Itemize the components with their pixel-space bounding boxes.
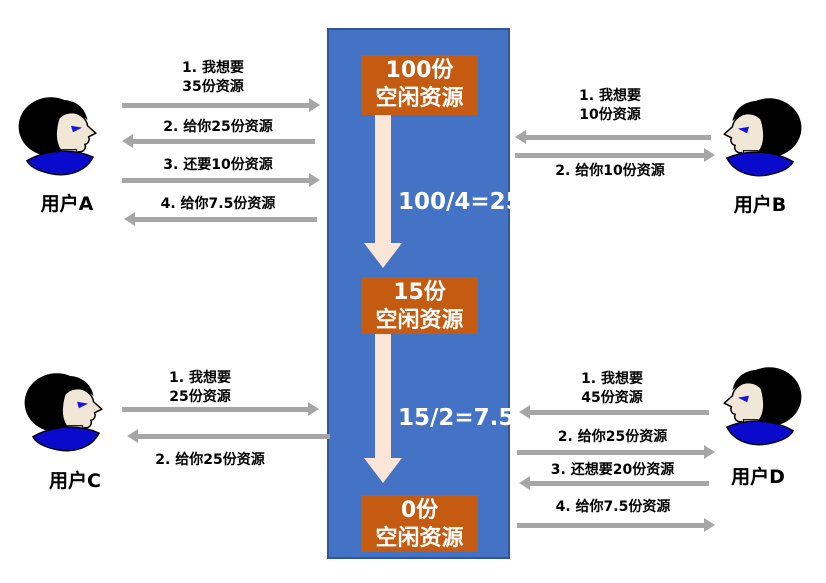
message-line: 25份资源 <box>169 389 231 405</box>
pool-down-arrow-head-icon <box>364 458 402 483</box>
message-arrow-right-icon <box>122 173 320 187</box>
pool-stage-15: 15份 空闲资源 <box>361 277 478 334</box>
person-icon <box>714 362 806 448</box>
person-icon <box>20 368 112 454</box>
message-text: 1. 我想要 45份资源 <box>527 370 697 408</box>
message-arrow-right-icon <box>517 518 715 532</box>
pool-transition-formula: 15/2=7.5 <box>398 405 515 431</box>
pool-transition-formula: 100/4=25 <box>398 189 522 215</box>
message-arrow-left-icon <box>127 429 330 443</box>
message-arrow-left-icon <box>122 134 315 148</box>
message-line: 1. 我想要 <box>182 60 244 76</box>
message-text: 2. 给你25份资源 <box>557 429 668 445</box>
message-text: 1. 我想要 10份资源 <box>525 87 695 125</box>
pool-down-arrow-icon <box>375 115 391 243</box>
message-text: 3. 还要10份资源 <box>163 157 273 173</box>
message-arrow-left-icon <box>515 130 711 144</box>
message-arrow-left-icon <box>124 212 317 226</box>
message-text: 1. 我想要 25份资源 <box>115 369 285 407</box>
message-line: 1. 我想要 <box>579 88 641 104</box>
pool-stage-label: 空闲资源 <box>375 86 464 111</box>
message-text: 2. 给你25份资源 <box>155 452 265 468</box>
message-arrow-right-icon <box>122 402 319 416</box>
message-line: 1. 我想要 <box>581 371 643 387</box>
message-text: 1. 我想要 35份资源 <box>128 59 298 97</box>
message-text: 4. 给你7.5份资源 <box>160 196 276 212</box>
pool-down-arrow-head-icon <box>364 243 402 268</box>
message-arrow-right-icon <box>517 445 715 459</box>
pool-stage-label: 空闲资源 <box>375 308 464 333</box>
message-line: 10份资源 <box>579 107 641 123</box>
message-arrow-right-icon <box>515 148 715 162</box>
message-line: 45份资源 <box>581 390 643 406</box>
message-line: 1. 我想要 <box>169 370 231 386</box>
person-icon <box>714 93 806 179</box>
user-c-label: 用户C <box>49 470 101 492</box>
person-icon <box>14 92 106 178</box>
message-text: 3. 还想要20份资源 <box>550 462 675 478</box>
message-text: 4. 给你7.5份资源 <box>555 499 671 515</box>
message-text: 2. 给你25份资源 <box>163 119 273 135</box>
pool-stage-100: 100份 空闲资源 <box>361 55 478 115</box>
message-line: 35份资源 <box>182 79 244 95</box>
user-a-label: 用户A <box>40 193 94 215</box>
pool-stage-amount: 15份 <box>393 280 446 305</box>
user-d-label: 用户D <box>731 466 785 488</box>
pool-stage-amount: 0份 <box>400 498 439 523</box>
pool-stage-amount: 100份 <box>385 58 454 83</box>
message-arrow-right-icon <box>122 98 320 112</box>
message-arrow-left-icon <box>519 405 709 419</box>
message-text: 2. 给你10份资源 <box>555 163 665 179</box>
user-b-label: 用户B <box>733 194 787 216</box>
message-arrow-left-icon <box>519 476 709 490</box>
pool-stage-label: 空闲资源 <box>375 526 464 551</box>
pool-down-arrow-icon <box>375 334 391 458</box>
pool-stage-0: 0份 空闲资源 <box>361 495 478 552</box>
